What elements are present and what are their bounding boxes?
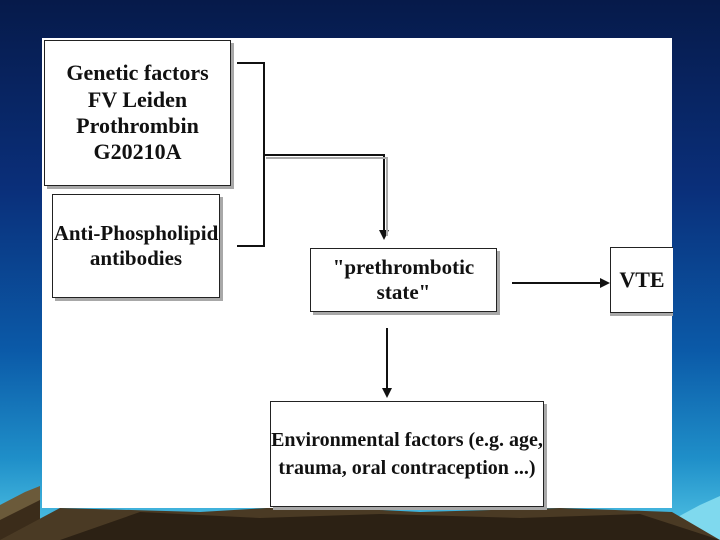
diagram-connectors xyxy=(237,62,610,398)
prethrombotic-state-label: "prethrombotic state" xyxy=(332,254,475,304)
antiphospholipid-label: Anti-Phospholipid xyxy=(53,220,219,245)
genetic-factors-box: Genetic factors FV Leiden Prothrombin G2… xyxy=(44,40,231,186)
environmental-factors-line2: trauma, oral contraception ...) xyxy=(278,457,536,479)
genetic-factors-label: Genetic factors xyxy=(66,60,209,86)
environmental-factors-box: Environmental factors (e.g. age, trauma,… xyxy=(270,401,544,507)
arrow-to-prethrombotic xyxy=(264,154,389,240)
prethrombotic-state-box: "prethrombotic state" xyxy=(310,248,497,312)
slide-content: Genetic factors FV Leiden Prothrombin G2… xyxy=(42,38,673,508)
antibodies-label: antibodies xyxy=(89,246,183,270)
fv-leiden-label: FV Leiden xyxy=(87,86,188,112)
prothrombin-label: Prothrombin G20210A xyxy=(76,113,199,165)
environmental-factors-line1: Environmental factors (e.g. age, xyxy=(271,429,543,451)
antiphospholipid-box: Anti-Phospholipid antibodies xyxy=(52,194,220,298)
bracket-connector xyxy=(237,62,265,247)
vte-label: VTE xyxy=(619,266,665,292)
vte-box: VTE xyxy=(610,247,673,313)
